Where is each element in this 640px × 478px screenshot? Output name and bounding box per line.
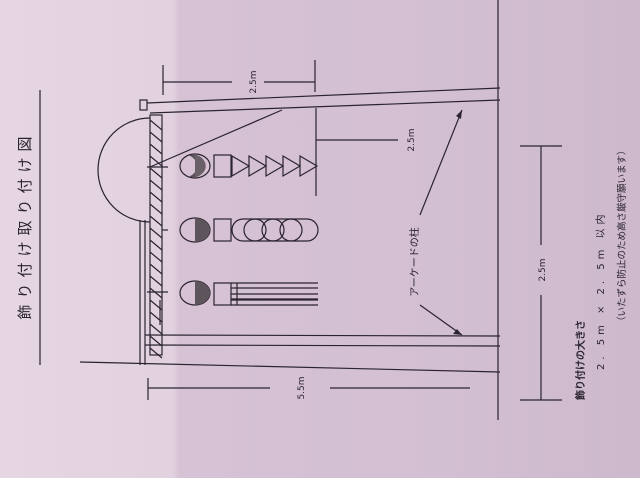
hatch-line xyxy=(149,287,163,299)
arcade-structure xyxy=(79,0,501,420)
hatch-line xyxy=(149,215,163,227)
hatch-line xyxy=(149,251,163,263)
dimension-right: 2.5m xyxy=(520,145,562,401)
pillar-label: アーケードの柱 xyxy=(408,227,421,296)
dimension-top-label: 2.5m xyxy=(249,70,259,93)
triangle-shape xyxy=(231,154,251,178)
hatch-line xyxy=(149,203,163,215)
hatch-line xyxy=(149,323,163,335)
hatch-line xyxy=(149,191,163,203)
hatch-line xyxy=(149,347,163,359)
triangle-shape xyxy=(248,154,268,178)
hatch-line xyxy=(149,179,163,191)
dimension-top: 2.5m xyxy=(162,60,316,95)
title-group: 飾り付け取り付け図 xyxy=(16,130,34,319)
hatch-line xyxy=(149,155,163,167)
decoration-streamers xyxy=(179,280,318,306)
hatch-line xyxy=(149,335,163,347)
hatch-line xyxy=(149,275,163,287)
hatch-line xyxy=(149,131,163,143)
hatch-line xyxy=(149,263,163,275)
decoration-circles xyxy=(179,217,319,243)
triangle-shape xyxy=(299,154,319,178)
dimension-right-label: 2.5m xyxy=(538,258,548,281)
dimension-ground-label: 5.5m xyxy=(297,376,307,399)
dimension-inner: 2.5m xyxy=(315,108,417,196)
hatch-line xyxy=(149,119,163,131)
hatch-line xyxy=(149,227,163,239)
notes-heading: 飾り付けの大きさ xyxy=(574,320,587,400)
size-notes: 飾り付けの大きさ 2. 5m × 2. 5m 以内 （いたずら防止のため高さ厳守… xyxy=(574,145,628,400)
decoration-triangles xyxy=(179,153,319,179)
dimension-ground: 5.5m xyxy=(147,376,470,400)
notes-caution: （いたずら防止のため高さ厳守願います） xyxy=(616,145,628,326)
diagram-title: 飾り付け取り付け図 xyxy=(16,130,34,319)
triangle-shape xyxy=(282,154,302,178)
pillar-callout: アーケードの柱 xyxy=(408,109,463,336)
notes-size: 2. 5m × 2. 5m 以内 xyxy=(594,210,607,370)
hatch-line xyxy=(149,143,163,155)
dimension-inner-label: 2.5m xyxy=(407,128,417,151)
triangle-shape xyxy=(265,154,285,178)
hatch-line xyxy=(149,239,163,251)
hatch-line xyxy=(149,167,163,179)
